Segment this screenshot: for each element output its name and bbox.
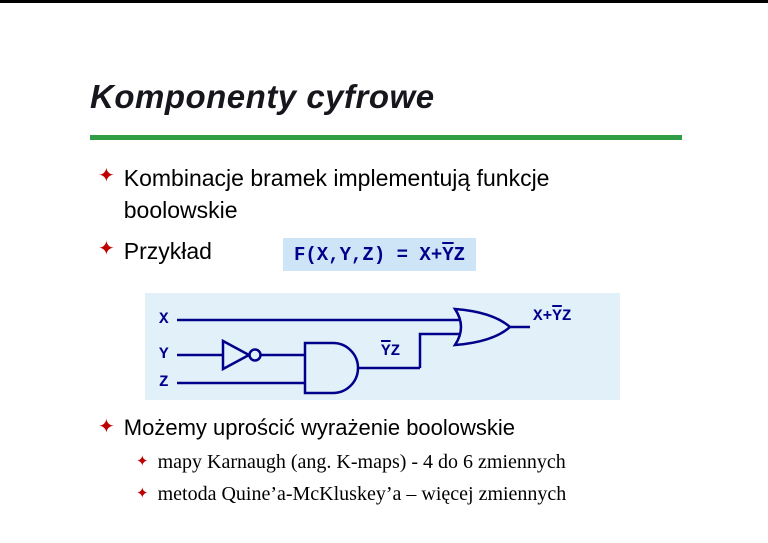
and-output-suffix: Z	[390, 342, 401, 360]
circuit-gates	[221, 307, 512, 395]
wire-riser-to-or	[418, 332, 462, 368]
input-label-x: X	[159, 310, 169, 328]
slide-top-border	[0, 0, 768, 3]
subbullet-text: metoda Quine’a-McKluskey’a – więcej zmie…	[157, 483, 567, 505]
not-gate-icon	[221, 338, 252, 372]
input-label-z: Z	[159, 373, 169, 391]
page-title: Komponenty cyfrowe	[90, 78, 435, 115]
output-overlined: Y	[552, 307, 562, 325]
bullet-text: Kombinacje bramek implementują funkcje b…	[123, 165, 550, 224]
or-gate-icon	[452, 307, 512, 347]
circuit-wires	[177, 318, 530, 385]
bullet-text: Możemy uprościć wyrażenie boolowskie	[123, 415, 516, 440]
star-bullet-icon: ✦	[98, 165, 115, 187]
input-label-y: Y	[159, 345, 169, 363]
formula-overlined-term: Y	[442, 244, 454, 266]
subbullet-quine-mccluskey: ✦ metoda Quine’a-McKluskey’a – więcej zm…	[136, 481, 566, 507]
star-bullet-icon: ✦	[136, 453, 149, 470]
star-bullet-icon: ✦	[98, 416, 115, 438]
bullet-simplify-expression: ✦ Możemy uprościć wyrażenie boolowskie	[98, 413, 515, 444]
circuit-output-label: X+YZ	[533, 307, 571, 326]
subbullet-karnaugh-maps: ✦ mapy Karnaugh (ang. K-maps) - 4 do 6 z…	[136, 449, 566, 475]
star-bullet-icon: ✦	[98, 238, 115, 260]
title-underline-bar	[90, 135, 682, 140]
logic-circuit-diagram: X Y Z YZ X+YZ	[145, 293, 620, 400]
and-output-label: YZ	[381, 342, 400, 361]
bullet-gate-combinations: ✦ Kombinacje bramek implementują funkcje…	[98, 162, 636, 226]
bullet-text: Przykład	[123, 238, 212, 264]
bullet-example: ✦ Przykład	[98, 235, 212, 267]
and-output-overlined: Y	[381, 342, 391, 360]
and-gate-icon	[303, 341, 360, 395]
formula-prefix: F(X,Y,Z) = X+	[294, 244, 443, 266]
subbullet-text: mapy Karnaugh (ang. K-maps) - 4 do 6 zmi…	[157, 451, 566, 473]
formula-suffix: Z	[453, 244, 466, 266]
output-prefix: X+	[533, 307, 553, 325]
not-gate-bubble-icon	[248, 348, 262, 362]
star-bullet-icon: ✦	[136, 485, 149, 502]
output-suffix: Z	[561, 307, 572, 325]
circuit-svg	[177, 307, 530, 395]
boolean-formula-box: F(X,Y,Z) = X+YZ	[283, 238, 477, 271]
